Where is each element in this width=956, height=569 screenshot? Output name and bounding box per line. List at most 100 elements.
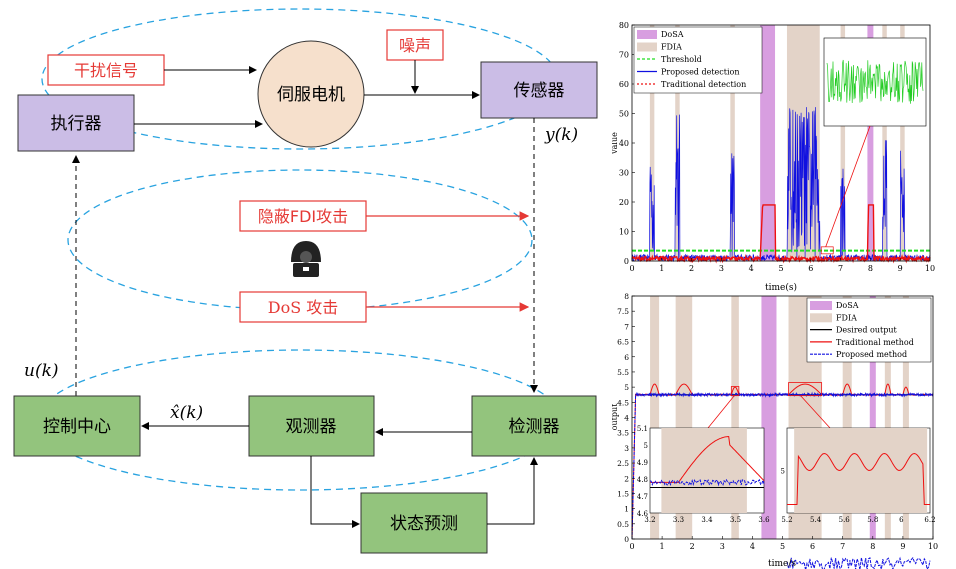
zoom-connector (800, 395, 831, 429)
dosa-band (867, 25, 874, 261)
inset-y-tick-label: 5 (781, 468, 785, 476)
y-axis-label: value (612, 132, 619, 155)
detector-box (471, 395, 597, 457)
x-tick-label: 9 (900, 542, 905, 551)
legend-swatch (637, 42, 657, 52)
y-tick-label: 0 (624, 257, 629, 266)
x-tick-label: 5 (778, 264, 783, 273)
system-diagram: 执行器 伺服电机 传感器 干扰信号 噪声 y(k) 隐蔽FDI攻击 DoS 攻击… (13, 8, 598, 554)
x-tick-label: 6 (810, 542, 815, 551)
inset-threshold-noise (826, 59, 924, 104)
x-axis-label: time/s (768, 559, 796, 569)
u-k-label: u(k) (24, 361, 59, 381)
y-k-label: y(k) (544, 125, 578, 145)
legend-swatch (810, 313, 832, 323)
zoom-connector (707, 395, 735, 429)
inset-y-tick-label: 5 (644, 442, 648, 450)
disturbance-label: 干扰信号 (74, 61, 138, 80)
fdia-band (731, 296, 739, 539)
inset-x-tick-label: 6 (899, 516, 904, 524)
fdia-band (840, 25, 846, 261)
dosa-band (869, 296, 876, 539)
inset-y-tick-label: 4.7 (637, 493, 648, 501)
x-tick-label: 6 (808, 264, 813, 273)
x-tick-label: 1 (659, 264, 664, 273)
zoom-box (820, 246, 834, 255)
observer-box (248, 395, 375, 457)
y-tick-label: 0.5 (617, 520, 629, 529)
y-tick-label: 1.5 (617, 489, 629, 498)
x-tick-label: 8 (870, 542, 875, 551)
servo-motor-label: 伺服电机 (277, 85, 345, 105)
y-tick-label: 3 (624, 444, 629, 453)
x-tick-label: 4 (750, 542, 755, 551)
y-tick-label: 6 (624, 353, 629, 362)
inset-x-tick-label: 3.5 (730, 516, 741, 524)
inset-y-tick-label: 4.8 (637, 476, 648, 484)
y-tick-label: 40 (619, 139, 629, 148)
x-tick-label: 7 (838, 264, 843, 273)
legend-swatch (637, 30, 657, 39)
x-tick-label: 5 (780, 542, 785, 551)
y-tick-label: 6.5 (617, 338, 629, 347)
y-tick-label: 10 (619, 228, 629, 237)
legend-label: Threshold (661, 55, 702, 64)
legend-label: Proposed detection (661, 68, 740, 77)
y-tick-label: 2.5 (617, 459, 629, 468)
inset-x-tick-label: 5.4 (810, 516, 822, 524)
y-tick-label: 0 (624, 535, 629, 544)
legend-label: Desired output (836, 326, 897, 335)
control-center-box (13, 395, 141, 457)
observer-label: 观测器 (286, 417, 337, 437)
legend-label: Traditional method (836, 338, 914, 347)
y-tick-label: 50 (619, 110, 629, 119)
x-tick-label: 1 (660, 542, 665, 551)
fdia-band (649, 25, 655, 261)
fdi-attack-box (239, 200, 367, 232)
y-tick-label: 30 (619, 169, 629, 178)
y-tick-label: 1 (624, 505, 629, 514)
y-tick-label: 8 (624, 292, 629, 301)
x-hat-label: x̂(k) (170, 403, 203, 423)
y-axis-label: output (612, 403, 619, 430)
y-tick-label: 80 (619, 21, 629, 30)
proposed-method-line (631, 391, 934, 540)
fdia-band (902, 296, 909, 539)
dos-attack-box (239, 291, 367, 323)
zoom-box (788, 382, 823, 397)
dosa-band (760, 25, 776, 261)
inset-x-tick-label: 6.2 (924, 516, 935, 524)
sensor-box (480, 61, 598, 119)
x-tick-label: 7 (840, 542, 845, 551)
legend-label: FDIA (661, 43, 682, 52)
actuator-box (17, 94, 135, 152)
legend-label: Proposed method (836, 350, 907, 359)
y-tick-label: 3.5 (617, 429, 629, 438)
servo-motor-circle (257, 40, 365, 148)
x-tick-label: 2 (690, 542, 695, 551)
y-tick-label: 70 (619, 51, 629, 60)
state-prediction-box (360, 492, 488, 554)
inset-x-tick-label: 3.6 (758, 516, 770, 524)
y-tick-label: 5 (624, 383, 629, 392)
fdia-band (842, 296, 852, 539)
fdia-band (900, 25, 905, 261)
inset-proposed-line (649, 478, 765, 487)
actuator-label: 执行器 (51, 114, 102, 134)
x-axis-label: time(s) (765, 282, 797, 293)
inset-x-tick-label: 3.2 (644, 516, 655, 524)
noise-label: 噪声 (399, 36, 431, 55)
dos-attack-label: DoS 攻击 (268, 298, 339, 317)
fdia-band (884, 296, 891, 539)
fdia-band (730, 25, 735, 261)
observer-to-prediction-arrow (310, 456, 360, 528)
control-center-label: 控制中心 (43, 417, 111, 437)
y-tick-label: 7 (624, 322, 629, 331)
inset-x-tick-label: 5.8 (867, 516, 878, 524)
inset-traditional-line (787, 452, 930, 505)
zoom-connector (825, 125, 871, 247)
fdia-band (675, 25, 680, 261)
inset-y-tick-label: 4.9 (637, 459, 648, 467)
